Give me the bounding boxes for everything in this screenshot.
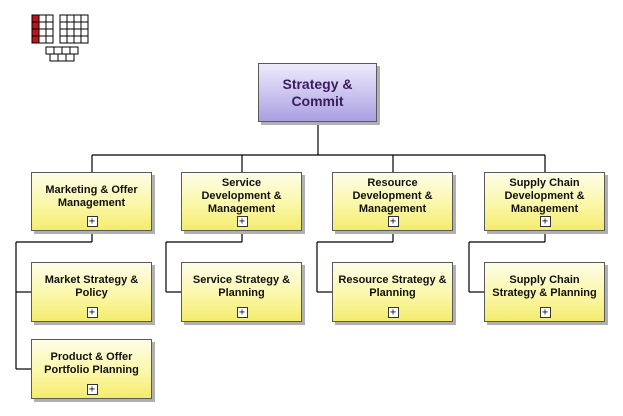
node-label: Service Strategy & Planning: [192, 274, 291, 299]
expand-icon[interactable]: +: [86, 216, 98, 227]
root-node[interactable]: Strategy & Commit: [258, 63, 377, 122]
root-label: Strategy & Commit: [282, 75, 353, 109]
expand-icon[interactable]: +: [86, 384, 98, 395]
node-product-offer-portfolio-planning[interactable]: Product & Offer Portfolio Planning +: [31, 339, 152, 399]
node-supply-chain-strategy-planning[interactable]: Supply Chain Strategy & Planning +: [484, 262, 605, 322]
node-label: Resource Strategy & Planning: [338, 274, 447, 299]
node-label: Supply Chain Development & Management: [504, 177, 585, 215]
node-service-strategy-planning[interactable]: Service Strategy & Planning +: [181, 262, 302, 322]
node-label: Resource Development & Management: [352, 177, 433, 215]
node-label: Product & Offer Portfolio Planning: [44, 351, 139, 376]
node-resource-development-management[interactable]: Resource Development & Management +: [332, 172, 453, 231]
expand-icon[interactable]: +: [539, 307, 551, 318]
node-market-strategy-policy[interactable]: Market Strategy & Policy +: [31, 262, 152, 322]
expand-icon[interactable]: +: [539, 216, 551, 227]
expand-icon[interactable]: +: [86, 307, 98, 318]
node-supply-chain-development-management[interactable]: Supply Chain Development & Management +: [484, 172, 605, 231]
node-marketing-offer-management[interactable]: Marketing & Offer Management +: [31, 172, 152, 231]
expand-icon[interactable]: +: [236, 216, 248, 227]
expand-icon[interactable]: +: [236, 307, 248, 318]
node-label: Supply Chain Strategy & Planning: [492, 274, 597, 299]
node-label: Service Development & Management: [201, 177, 282, 215]
logo-icon: [31, 14, 89, 62]
expand-icon[interactable]: +: [387, 216, 399, 227]
node-service-development-management[interactable]: Service Development & Management +: [181, 172, 302, 231]
node-label: Market Strategy & Policy: [44, 274, 139, 299]
node-resource-strategy-planning[interactable]: Resource Strategy & Planning +: [332, 262, 453, 322]
node-label: Marketing & Offer Management: [45, 183, 138, 209]
expand-icon[interactable]: +: [387, 307, 399, 318]
